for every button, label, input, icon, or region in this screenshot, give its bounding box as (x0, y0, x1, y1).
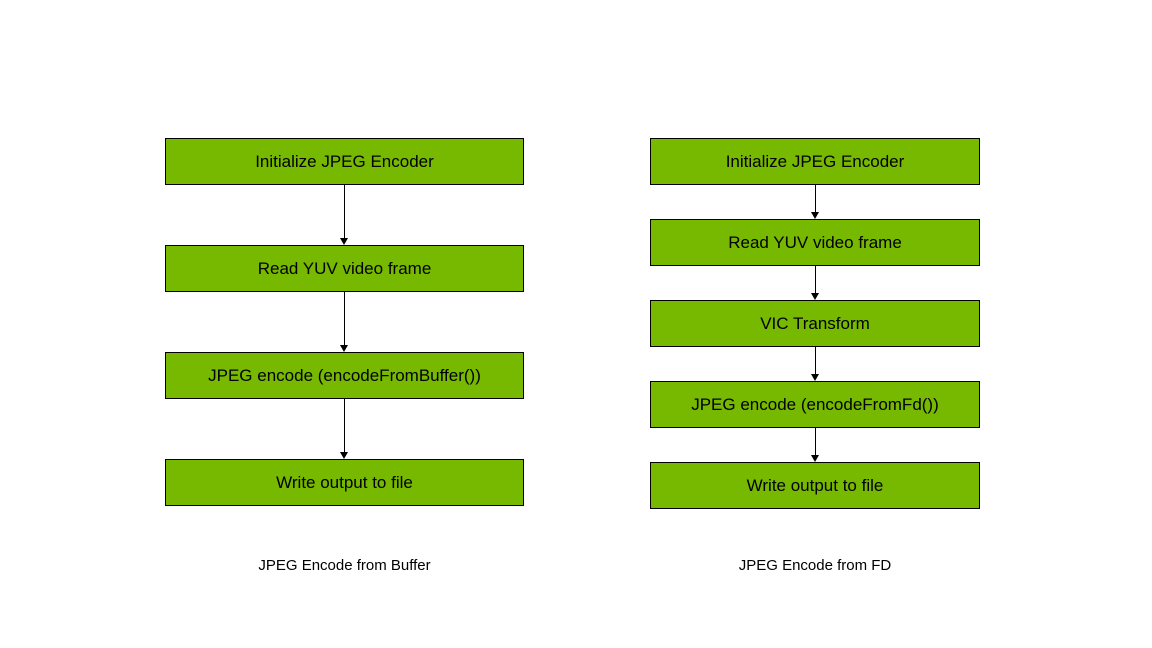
down-arrow (810, 185, 820, 219)
down-arrow (810, 428, 820, 462)
arrow-line (814, 347, 816, 376)
arrow-head-icon (340, 345, 348, 352)
caption-jpeg-encode-from-buffer: JPEG Encode from Buffer (258, 557, 431, 574)
flow-step-node: Write output to file (650, 462, 980, 509)
arrow-head-icon (340, 238, 348, 245)
arrow-head-icon (810, 374, 819, 381)
down-arrow (810, 266, 820, 300)
down-arrow (810, 347, 820, 381)
arrow-head-icon (340, 452, 348, 459)
flow-step-node: Initialize JPEG Encoder (650, 138, 980, 185)
arrow-line (814, 185, 816, 214)
arrow-line (344, 292, 345, 347)
down-arrow (340, 399, 349, 459)
flow-step-node: Read YUV video frame (650, 219, 980, 266)
arrow-line (814, 266, 816, 295)
flow-step-node: Write output to file (165, 459, 524, 506)
down-arrow (340, 185, 349, 245)
flow-step-node: JPEG encode (encodeFromBuffer()) (165, 352, 524, 399)
caption-jpeg-encode-from-fd: JPEG Encode from FD (738, 557, 892, 574)
flow-step-node: VIC Transform (650, 300, 980, 347)
arrow-head-icon (810, 293, 819, 300)
arrow-line (344, 185, 345, 240)
arrow-head-icon (810, 455, 819, 462)
arrow-line (814, 428, 816, 457)
arrow-head-icon (810, 212, 819, 219)
down-arrow (340, 292, 349, 352)
arrow-line (344, 399, 345, 454)
flow-step-node: JPEG encode (encodeFromFd()) (650, 381, 980, 428)
flow-step-node: Initialize JPEG Encoder (165, 138, 524, 185)
flow-step-node: Read YUV video frame (165, 245, 524, 292)
